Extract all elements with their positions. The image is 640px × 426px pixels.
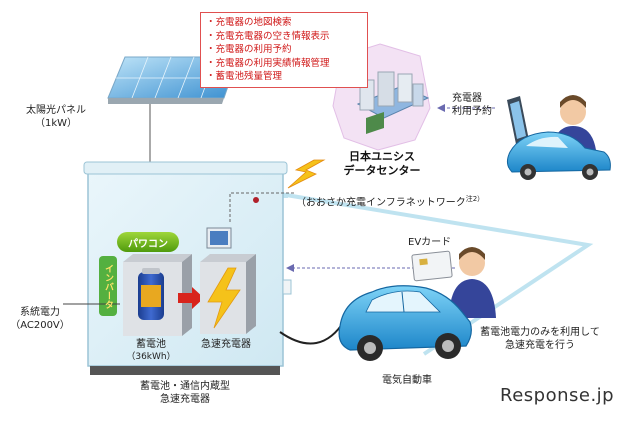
grid-line1: 系統電力 xyxy=(20,307,60,318)
battery-name: 蓄電池 xyxy=(136,339,166,350)
datacenter-label: 日本ユニシス データセンター xyxy=(322,150,442,178)
network-note: 注2） xyxy=(465,195,485,203)
battery-only-label: 蓄電池電力のみを利用して 急速充電を行う xyxy=(470,326,610,352)
reservation-line1: 充電器 xyxy=(452,93,482,104)
fast-charger-icon xyxy=(200,227,256,334)
battery-label: 蓄電池 （36kWh） xyxy=(116,338,186,364)
person-card-icon xyxy=(449,247,496,318)
feature-item: ・充電充電器の空き情報表示 xyxy=(206,30,330,42)
solar-label-name: 太陽光パネル xyxy=(26,105,86,116)
electric-car-icon xyxy=(338,285,472,361)
car-top-icon xyxy=(506,131,611,180)
solar-label-capacity: （1kW） xyxy=(34,118,78,129)
grid-label: 系統電力 （AC200V） xyxy=(10,306,70,332)
solar-label: 太陽光パネル （1kW） xyxy=(6,104,106,130)
ev-card-label: EVカード xyxy=(408,237,452,248)
battery-icon xyxy=(123,254,192,336)
ev-card-icon xyxy=(411,250,453,282)
battery-capacity: （36kWh） xyxy=(126,352,176,362)
lightning-icon xyxy=(287,159,326,189)
reservation-line2: 利用予約 xyxy=(452,106,492,117)
inverter-box xyxy=(99,256,117,316)
feature-item: ・充電器の地図検索 xyxy=(206,17,292,28)
cabinet-line2: 急速充電器 xyxy=(160,394,210,405)
network-label: （おおさか充電インフラネットワーク注2） xyxy=(296,193,484,209)
datacenter-line2: データセンター xyxy=(343,164,421,177)
battery-only-line2: 急速充電を行う xyxy=(505,340,575,351)
power-conditioner-badge: パワコン xyxy=(117,232,179,252)
ev-label: 電気自動車 xyxy=(382,375,432,386)
network-name: （おおさか充電インフラネットワーク xyxy=(296,197,466,209)
cabinet-line1: 蓄電池・通信内蔵型 xyxy=(140,381,230,392)
reservation-label: 充電器 利用予約 xyxy=(452,92,492,118)
battery-only-line1: 蓄電池電力のみを利用して xyxy=(480,327,600,338)
grid-line2: （AC200V） xyxy=(10,320,70,331)
feature-list: ・充電器の地図検索 ・充電充電器の空き情報表示 ・充電器の利用予約 ・充電器の利… xyxy=(200,12,368,88)
feature-item: ・充電器の利用実績情報管理 xyxy=(206,57,330,69)
feature-item: ・充電器の利用予約 xyxy=(206,44,292,56)
brand-watermark: Response.jp xyxy=(500,385,615,406)
cabinet-label: 蓄電池・通信内蔵型 急速充電器 xyxy=(100,380,270,406)
inverter-label: インバータ xyxy=(103,263,113,309)
fast-charger-label: 急速充電器 xyxy=(201,339,251,350)
feature-item: ・蓄電池残量管理 xyxy=(206,71,283,83)
datacenter-line1: 日本ユニシス xyxy=(349,150,415,163)
red-arrow-icon xyxy=(178,287,204,309)
